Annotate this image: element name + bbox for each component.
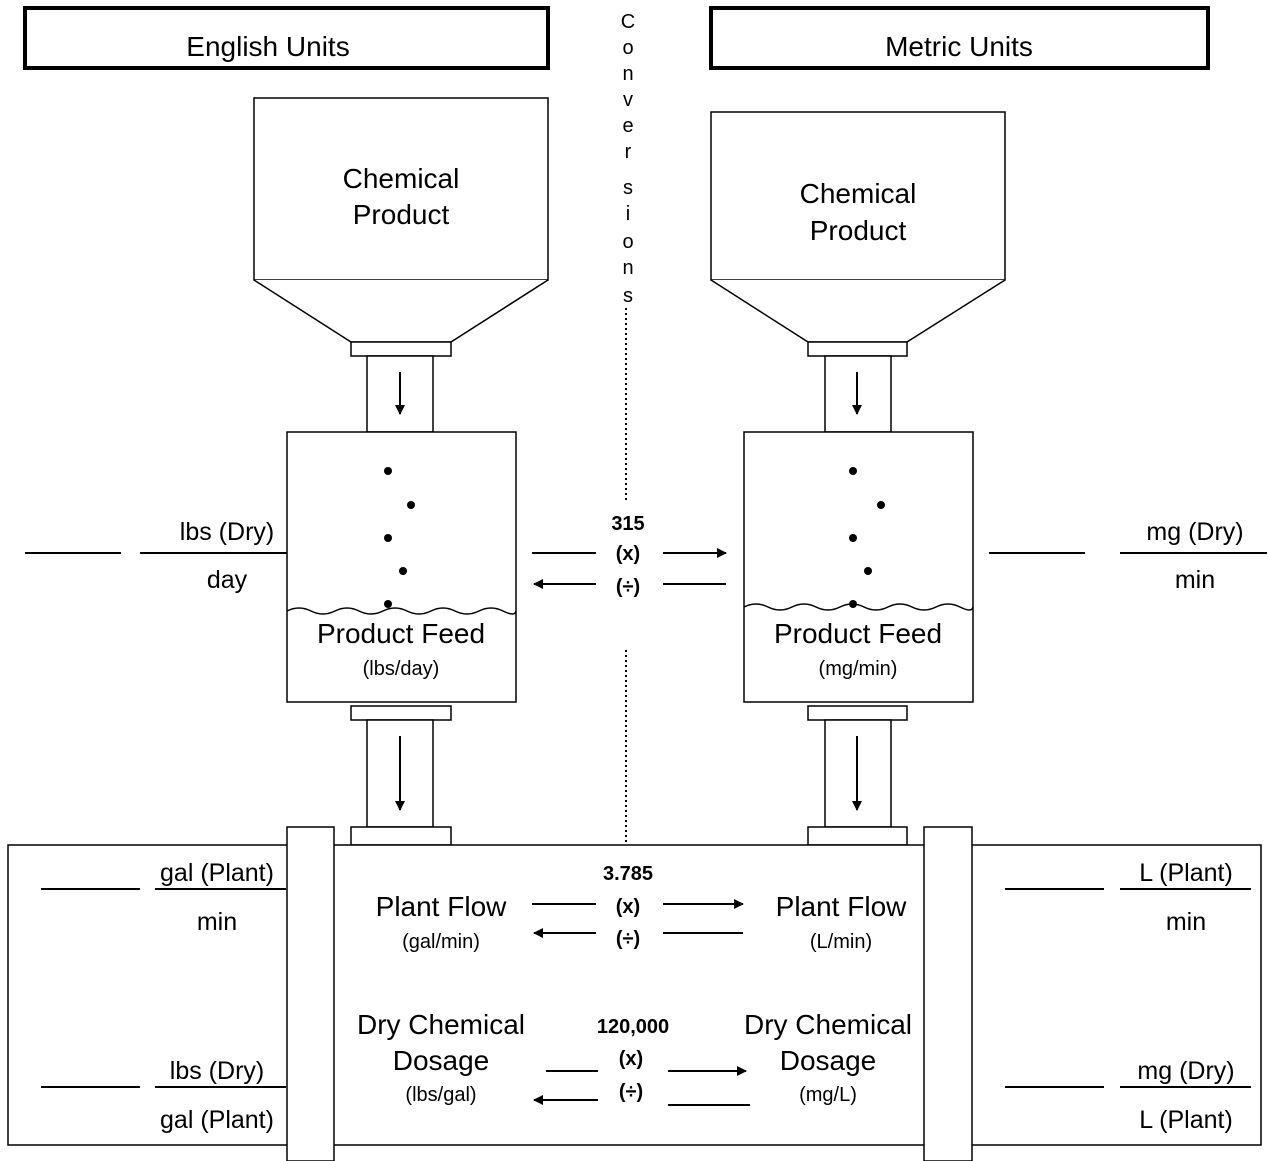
conversions-letter: n <box>622 63 633 85</box>
metric-units-title: Metric Units <box>885 31 1033 62</box>
metric-dose-fraction: mg (Dry) L (Plant) <box>1005 1057 1251 1134</box>
conversions-letter: o <box>622 37 633 59</box>
metric-plant-flow-title: Plant Flow <box>776 891 907 922</box>
divide-label: (÷) <box>616 928 640 950</box>
particle-dot <box>849 534 857 542</box>
english-feed-fraction: lbs (Dry) day <box>25 518 287 594</box>
flow-factor: 3.785 <box>603 863 653 885</box>
english-units-header: English Units <box>23 6 550 70</box>
metric-hopper-label-2: Product <box>810 215 907 246</box>
flow-conversion: Plant Flow (gal/min) 3.785 (x) (÷) Plant… <box>376 863 907 953</box>
feed-factor: 315 <box>611 513 644 535</box>
metric-feed-units: (mg/min) <box>819 658 898 680</box>
metric-feed-denominator: min <box>1175 566 1215 594</box>
metric-flow-numerator: L (Plant) <box>1139 859 1233 887</box>
particle-dot <box>384 534 392 542</box>
particle-dot <box>877 501 885 509</box>
english-flow-numerator: gal (Plant) <box>160 859 274 887</box>
english-dose-fraction: lbs (Dry) gal (Plant) <box>41 1057 286 1134</box>
powder-surface <box>743 603 974 611</box>
divide-label: (÷) <box>616 576 640 598</box>
english-dose-denominator: gal (Plant) <box>160 1106 274 1134</box>
english-chute-upper <box>366 355 434 433</box>
english-dosage-title-1: Dry Chemical <box>357 1009 525 1040</box>
english-dosage-units: (lbs/gal) <box>405 1084 476 1106</box>
metric-feed-numerator: mg (Dry) <box>1146 518 1243 546</box>
english-chute-lower <box>350 705 452 846</box>
english-flow-denominator: min <box>197 908 237 936</box>
metric-flow-fraction: L (Plant) min <box>1005 859 1251 936</box>
english-feed-numerator: lbs (Dry) <box>180 518 274 546</box>
conversions-letter: s <box>623 285 633 307</box>
metric-feed-title: Product Feed <box>774 618 942 649</box>
english-feed-title: Product Feed <box>317 618 485 649</box>
powder-surface <box>286 607 517 615</box>
english-dose-numerator: lbs (Dry) <box>170 1057 264 1085</box>
multiply-label: (x) <box>616 543 640 565</box>
particle-dot <box>864 567 872 575</box>
conversions-letter: r <box>625 141 632 163</box>
metric-feeder: Product Feed (mg/min) <box>743 431 974 703</box>
english-flow-fraction: gal (Plant) min <box>41 859 286 936</box>
conversions-letter: s <box>623 177 633 199</box>
metric-chute-upper <box>824 355 892 433</box>
conversions-letter: v <box>623 89 633 111</box>
metric-dosage-title-2: Dosage <box>780 1045 877 1076</box>
english-feeder: Product Feed (lbs/day) <box>286 431 517 703</box>
conversions-letter: n <box>622 257 633 279</box>
pipe-flange-right <box>923 826 973 1161</box>
metric-hopper-label-1: Chemical <box>800 178 917 209</box>
conversions-letter: o <box>622 231 633 253</box>
metric-dosage-title-1: Dry Chemical <box>744 1009 912 1040</box>
metric-dose-denominator: L (Plant) <box>1139 1106 1233 1134</box>
feed-conversion: 315 (x) (÷) <box>532 513 727 598</box>
pipe <box>7 826 1262 1161</box>
english-hopper: Chemical Product <box>253 97 549 357</box>
conversions-letter: e <box>622 115 633 137</box>
particle-dot <box>399 567 407 575</box>
conversions-letter: C <box>621 11 635 33</box>
metric-hopper: Chemical Product <box>710 111 1006 357</box>
conversions-vertical-label: C o n v e r s i o n s <box>621 11 635 307</box>
metric-chute-lower <box>807 705 908 846</box>
metric-flow-denominator: min <box>1166 908 1206 936</box>
metric-plant-flow-units: (L/min) <box>810 931 872 953</box>
particle-dot <box>384 467 392 475</box>
english-units-title: English Units <box>186 31 349 62</box>
multiply-label: (x) <box>616 896 640 918</box>
particle-dot <box>849 467 857 475</box>
english-hopper-label-1: Chemical <box>343 163 460 194</box>
english-hopper-label-2: Product <box>353 199 450 230</box>
english-plant-flow-units: (gal/min) <box>402 931 480 953</box>
particle-dot <box>384 600 392 608</box>
english-plant-flow-title: Plant Flow <box>376 891 507 922</box>
divide-label: (÷) <box>619 1081 643 1103</box>
english-dosage-title-2: Dosage <box>393 1045 490 1076</box>
metric-dosage-units: (mg/L) <box>799 1084 857 1106</box>
metric-units-header: Metric Units <box>709 6 1210 70</box>
dosage-conversion: Dry Chemical Dosage (lbs/gal) 120,000 (x… <box>357 1009 912 1106</box>
english-feed-units: (lbs/day) <box>363 658 440 680</box>
metric-feed-fraction: mg (Dry) min <box>989 518 1267 594</box>
conversions-letter: i <box>626 203 630 225</box>
dose-factor: 120,000 <box>597 1016 669 1038</box>
english-feed-denominator: day <box>207 566 248 594</box>
metric-dose-numerator: mg (Dry) <box>1137 1057 1234 1085</box>
particle-dot <box>407 501 415 509</box>
pipe-flange-left <box>286 826 335 1161</box>
multiply-label: (x) <box>619 1048 643 1070</box>
